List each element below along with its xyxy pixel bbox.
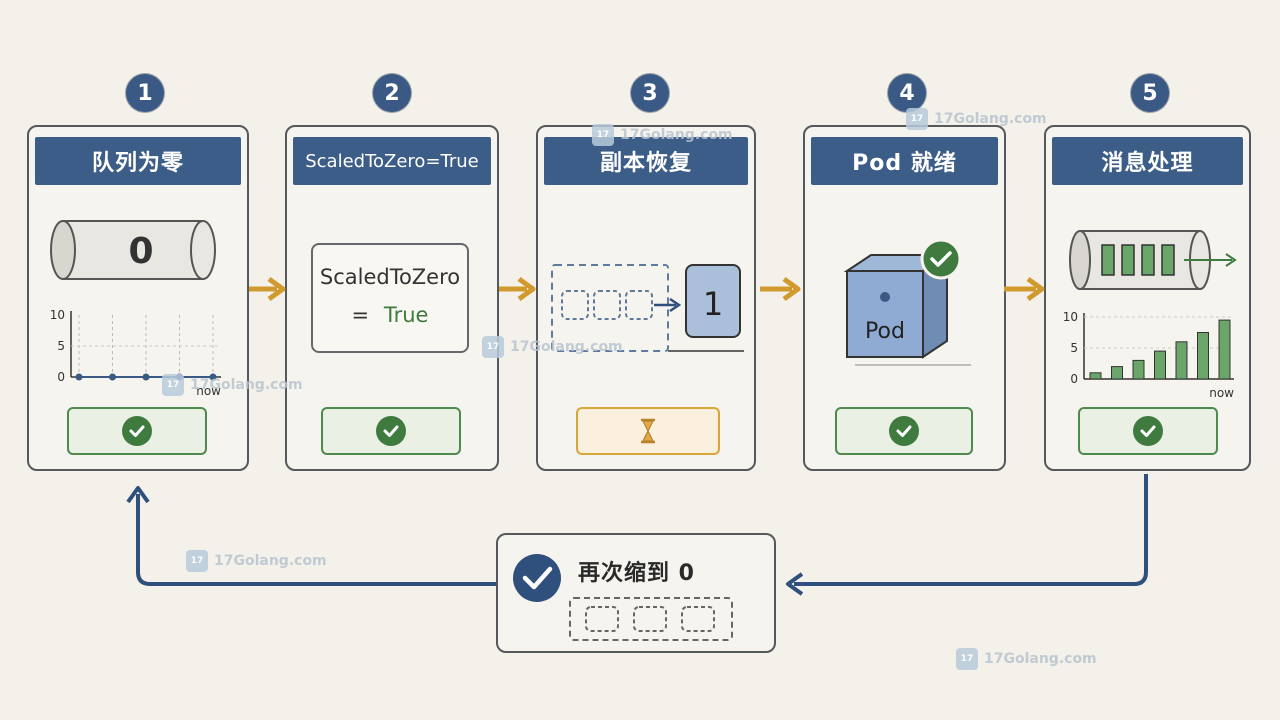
arrow-right-icon <box>1004 276 1045 302</box>
step-card-4: Pod 就绪 Pod <box>803 125 1006 471</box>
data-point <box>142 373 150 381</box>
check-icon <box>1133 416 1163 446</box>
step-status-4 <box>835 407 973 455</box>
x-axis-label: now <box>1209 386 1234 399</box>
watermark-logo-icon: 17 <box>162 374 184 396</box>
pod-cube-icon: Pod <box>843 238 971 366</box>
throughput-chart: 0 5 10 now <box>1063 310 1234 399</box>
replica-count: 1 <box>703 285 723 323</box>
step-card-3: 副本恢复 1 <box>536 125 756 471</box>
step-status-5 <box>1078 407 1218 455</box>
arrow-right-icon <box>499 276 536 302</box>
step-card-5: 消息处理 0 5 10 now <box>1044 125 1251 471</box>
x-axis-label: now <box>196 384 221 397</box>
step-number-3: 3 <box>631 74 669 112</box>
step-status-2 <box>321 407 461 455</box>
step-title-3: 副本恢复 <box>544 137 748 185</box>
footer-title: 再次缩到 0 <box>578 561 695 586</box>
queue-value: 0 <box>128 231 153 272</box>
step-title-4: Pod 就绪 <box>811 137 998 185</box>
y-tick-label: 10 <box>1063 310 1078 324</box>
scale-to-zero-again-card: 再次缩到 0 <box>496 533 776 653</box>
y-tick-label: 5 <box>1070 341 1078 355</box>
step-status-3 <box>576 407 720 455</box>
bar <box>1111 366 1123 380</box>
step-title-5: 消息处理 <box>1052 137 1243 185</box>
watermark-logo-icon: 17 <box>186 550 208 572</box>
check-icon <box>889 416 919 446</box>
check-icon <box>376 416 406 446</box>
watermark-logo-icon: 17 <box>956 648 978 670</box>
hourglass-icon <box>641 418 655 444</box>
replica-restore-graphic: 1 <box>551 264 744 352</box>
queue-cylinder-icon: 0 <box>50 220 216 280</box>
y-tick-label: 0 <box>1070 372 1078 386</box>
empty-slots-graphic <box>569 597 733 641</box>
step-number-5: 5 <box>1131 74 1169 112</box>
bar <box>1154 350 1166 380</box>
y-tick-label: 0 <box>57 370 65 384</box>
data-point <box>209 373 217 381</box>
check-icon <box>122 416 152 446</box>
pod-label: Pod <box>865 319 905 344</box>
step-title-2: ScaledToZero=True <box>293 137 491 185</box>
queue-length-chart: 0 5 10 now <box>50 308 221 397</box>
step-status-1 <box>67 407 207 455</box>
data-point <box>75 373 83 381</box>
bar <box>1132 359 1145 380</box>
bar <box>1218 319 1231 380</box>
scaled-to-zero-label: ScaledToZero <box>319 265 461 289</box>
step-number-4: 4 <box>888 74 926 112</box>
arrow-right-icon <box>249 276 286 302</box>
bar <box>1197 332 1209 380</box>
bar <box>1089 372 1102 380</box>
arrow-right-icon <box>760 276 801 302</box>
bar <box>1175 341 1188 380</box>
watermark-logo-icon: 17 <box>482 336 504 358</box>
true-value: True <box>383 303 429 327</box>
equals-sign: = <box>351 303 370 327</box>
step-card-1: 队列为零 0 0 5 10 now <box>27 125 249 471</box>
step-card-2: ScaledToZero=True ScaledToZero = True <box>285 125 499 471</box>
watermark-logo-icon: 17 <box>592 124 614 146</box>
processing-queue-icon <box>1069 230 1237 290</box>
scaled-to-zero-box: ScaledToZero = True <box>311 243 469 353</box>
watermark-logo-icon: 17 <box>906 108 928 130</box>
step-title-1: 队列为零 <box>35 137 241 185</box>
step-number-2: 2 <box>373 74 411 112</box>
y-tick-label: 10 <box>50 308 65 322</box>
step-number-1: 1 <box>126 74 164 112</box>
scaled-to-zero-value: = True <box>313 303 467 327</box>
check-circle-icon <box>513 554 561 602</box>
data-point <box>109 373 116 381</box>
y-tick-label: 5 <box>57 339 65 353</box>
